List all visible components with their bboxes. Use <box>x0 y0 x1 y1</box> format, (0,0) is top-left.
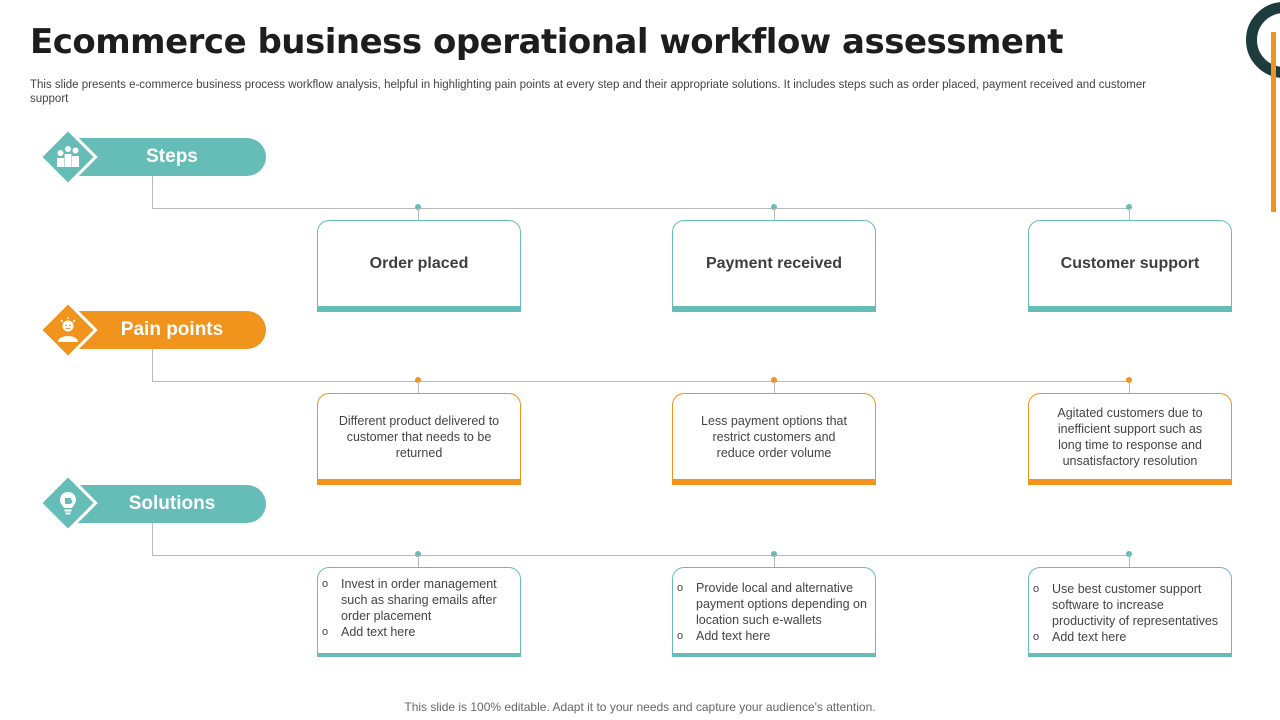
lightbulb-puzzle-icon <box>60 492 76 515</box>
page-subtitle: This slide presents e-commerce business … <box>30 79 1147 105</box>
solutions-pill: Solutions <box>58 485 266 523</box>
step-box-customer-support: Customer support <box>1028 220 1232 312</box>
decorative-bar <box>1271 32 1276 212</box>
pain-point-text: Agitated customers due to inefficient su… <box>1057 406 1203 468</box>
footer-note: This slide is 100% editable. Adapt it to… <box>404 700 876 714</box>
pain-point-box: Less payment options that restrict custo… <box>672 393 876 485</box>
pain-point-text: Less payment options that restrict custo… <box>701 414 847 460</box>
pain-points-badge <box>38 300 98 360</box>
step-label: Payment received <box>705 255 843 272</box>
step-label: Order placed <box>369 255 469 272</box>
page-title: Ecommerce business operational workflow … <box>30 22 1063 62</box>
step-box-payment-received: Payment received <box>672 220 876 312</box>
pain-point-box: Different product delivered to customer … <box>317 393 521 485</box>
frustrated-person-icon <box>58 317 78 342</box>
pain-point-text: Different product delivered to customer … <box>338 414 500 460</box>
step-label: Customer support <box>1060 255 1200 272</box>
pain-point-box: Agitated customers due to inefficient su… <box>1028 393 1232 485</box>
step-box-order-placed: Order placed <box>317 220 521 312</box>
solutions-badge <box>38 473 98 533</box>
numbered-podium-icon <box>57 146 79 167</box>
steps-badge <box>38 127 98 187</box>
steps-pill: Steps <box>58 138 266 176</box>
